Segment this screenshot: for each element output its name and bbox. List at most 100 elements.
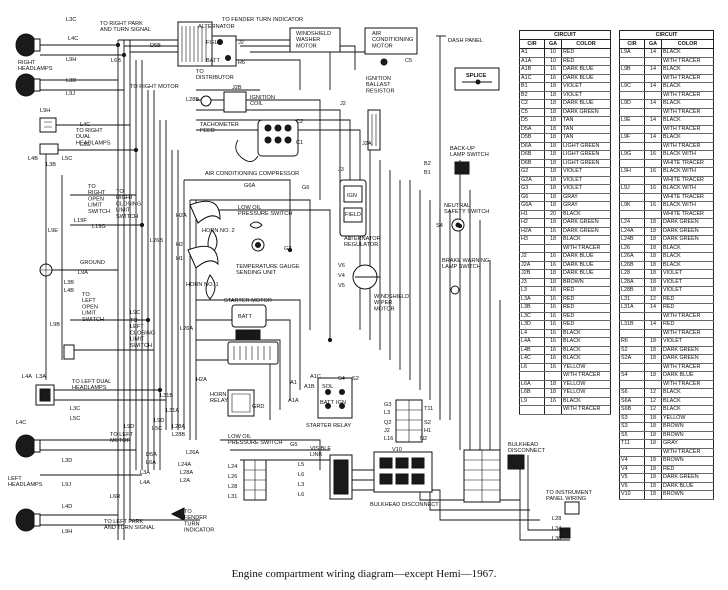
color-cell: VIOLET [661,286,714,296]
label-l3d-l: L3D [62,458,72,464]
label-l16: L16 [384,436,393,442]
label-l9j-l: L9J [62,482,71,488]
gauge-cell: 18 [544,184,562,194]
label-l28: L28 [228,484,237,490]
neutral-safety-switch [451,218,465,232]
circuit-id-cell: S3 [619,422,645,432]
circuit-id-cell: G2A [519,176,545,185]
gauge-cell [644,176,662,185]
label-line: CLOSING [130,330,155,336]
color-cell: WITH TRACER [661,142,714,151]
label-line: HEADLAMPS [18,66,53,72]
color-cell: DARK BLUE [561,74,611,83]
label-l4a-b: L4A [140,480,150,486]
label-l26: L26 [228,474,237,480]
label-l6-b: L6 [298,492,304,498]
circuit-id-cell [619,210,645,219]
label-line: AND TURN SIGNAL [104,525,155,531]
back-up-lamp-switch [454,161,470,175]
label-l4b: L4B [28,156,38,162]
label-g6: G6 [302,185,309,191]
label-l4c-l: L4C [16,420,26,426]
color-cell: BROWN [661,490,714,500]
circuit-id-cell: L4A [519,337,545,347]
circuit-id-cell [619,176,645,185]
fender-turn-indicator-left [170,507,185,521]
color-cell: YELLOW [661,414,714,423]
gauge-cell: 16 [544,312,562,321]
label-line: SWITCH [82,317,104,323]
color-cell: VIOLET [661,269,714,279]
circuit-row: WHITE TRACER [619,210,714,219]
label-line: PRESSURE SWITCH [238,211,292,217]
label-l3c-mid: L3C [80,142,90,148]
label-l3b-2: L3B [64,280,74,286]
color-cell: BLACK [561,210,611,219]
circuit-id-cell: L9D [619,99,645,109]
color-cell: BLACK WITH [661,167,714,177]
color-cell: BROWN [561,278,611,287]
label-a1: A1 [290,380,297,386]
circuit-row: WITH TRACER [619,142,714,151]
label-line: LEFT [130,324,144,330]
gauge-cell: 18 [544,201,562,211]
label-d5b: D5B [150,43,161,49]
circuit-id-cell: L3 [519,286,545,296]
circuit-id-cell: L31 [619,295,645,304]
circuit-id-cell [519,371,545,381]
circuit-id-cell [619,159,645,168]
label-line: HEADLAMPS [72,385,107,391]
circuit-id-cell [619,108,645,117]
circuit-id-cell: D6A [519,142,545,151]
label-l3c: L3C [66,17,76,23]
gauge-cell: 12 [644,397,662,406]
gauge-cell: 14 [644,133,662,143]
label-s2: S2 [352,376,359,382]
label-sol-r: SOL [322,384,333,390]
circuit-id-cell: J2A [519,261,545,270]
gauge-cell: 18 [544,142,562,151]
circuit-id-cell [619,448,645,457]
circuit-id-cell: A1B [519,65,545,75]
color-cell: WITH TRACER [661,108,714,117]
label-line: BALLAST [366,82,391,88]
circuit-row: WITH TRACER [619,448,714,457]
gauge-cell: 20 [544,210,562,219]
circuit-id-cell: J2B [519,269,545,279]
gauge-cell: 18 [544,99,562,109]
label-l9h-l: L9H [62,529,72,535]
gauge-cell: 18 [544,159,562,168]
label-line: FENDER [184,515,207,521]
label-l31: L31 [228,494,237,500]
color-cell: BLACK [561,337,611,347]
gauge-cell: 18 [644,465,662,474]
color-cell: DARK GREEN [561,227,611,236]
alternator [177,21,237,67]
instrument-panel-connector [559,501,580,539]
color-cell: BLACK WITH [661,201,714,211]
gauge-cell: 18 [544,91,562,100]
gauge-cell: 18 [544,150,562,160]
label-c2: C2 [296,119,303,125]
label-to-right-motor: TO RIGHT MOTOR [130,84,179,90]
circuit-id-cell: L9K [619,201,645,211]
starter-motor [227,304,279,365]
gauge-cell: 14 [644,99,662,109]
